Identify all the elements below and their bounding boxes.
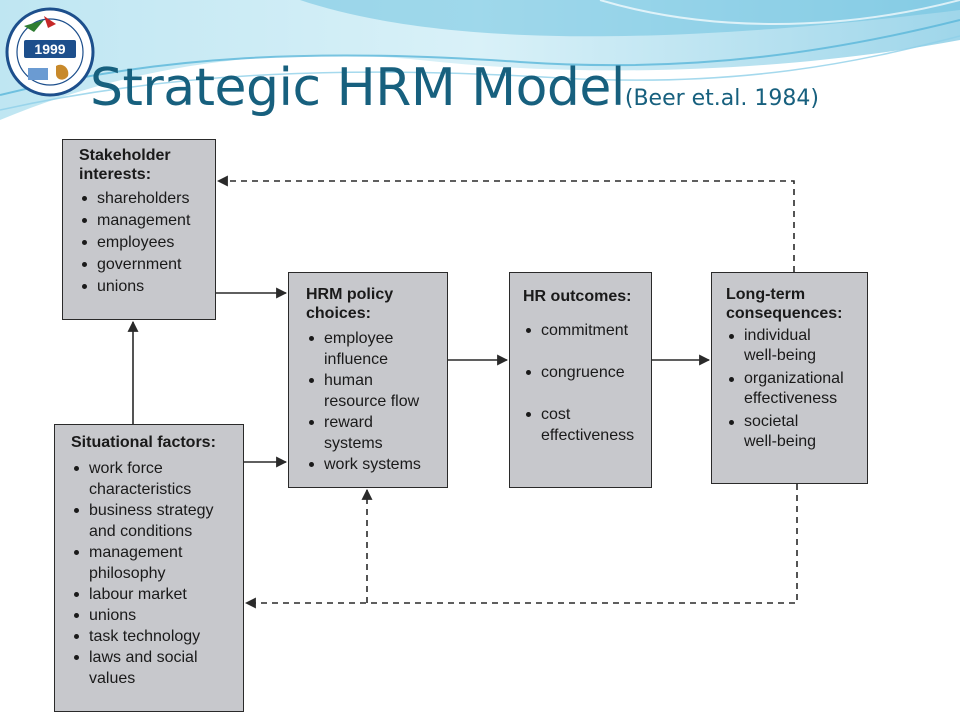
stakeholder-item: shareholders bbox=[79, 188, 215, 210]
feedback-longterm-to-situational bbox=[244, 484, 798, 609]
stakeholder-item: unions bbox=[79, 276, 215, 298]
outcome-item: congruence bbox=[523, 362, 651, 383]
situational-item: labour market bbox=[71, 584, 243, 605]
stakeholder-interests-box: Stakeholder interests: shareholders manag… bbox=[62, 139, 216, 320]
stakeholder-item: management bbox=[79, 210, 215, 232]
stakeholder-item: government bbox=[79, 254, 215, 276]
situational-item: unions bbox=[71, 605, 243, 626]
title-main: Strategic HRM Model bbox=[90, 58, 625, 118]
institution-logo: 1999 bbox=[5, 7, 95, 97]
outcomes-heading: HR outcomes: bbox=[523, 288, 632, 305]
stakeholder-list: shareholders management employees govern… bbox=[79, 188, 215, 298]
slide-title: Strategic HRM Model(Beer et.al. 1984) bbox=[90, 62, 819, 114]
stakeholder-item: employees bbox=[79, 232, 215, 254]
stakeholder-heading: Stakeholder interests: bbox=[79, 146, 215, 184]
stakeholder-heading-line1: Stakeholder bbox=[79, 147, 171, 164]
hrm-item: work systems bbox=[306, 454, 447, 475]
slide-banner bbox=[0, 0, 960, 120]
outcome-item: commitment bbox=[523, 320, 651, 341]
feedback-longterm-to-stakeholder bbox=[216, 175, 795, 272]
stakeholder-heading-line2: interests: bbox=[79, 166, 152, 183]
logo-text: 1999 bbox=[34, 41, 65, 57]
situational-heading: Situational factors: bbox=[71, 434, 216, 451]
situational-item: task technology bbox=[71, 626, 243, 647]
title-citation: (Beer et.al. 1984) bbox=[624, 86, 819, 111]
